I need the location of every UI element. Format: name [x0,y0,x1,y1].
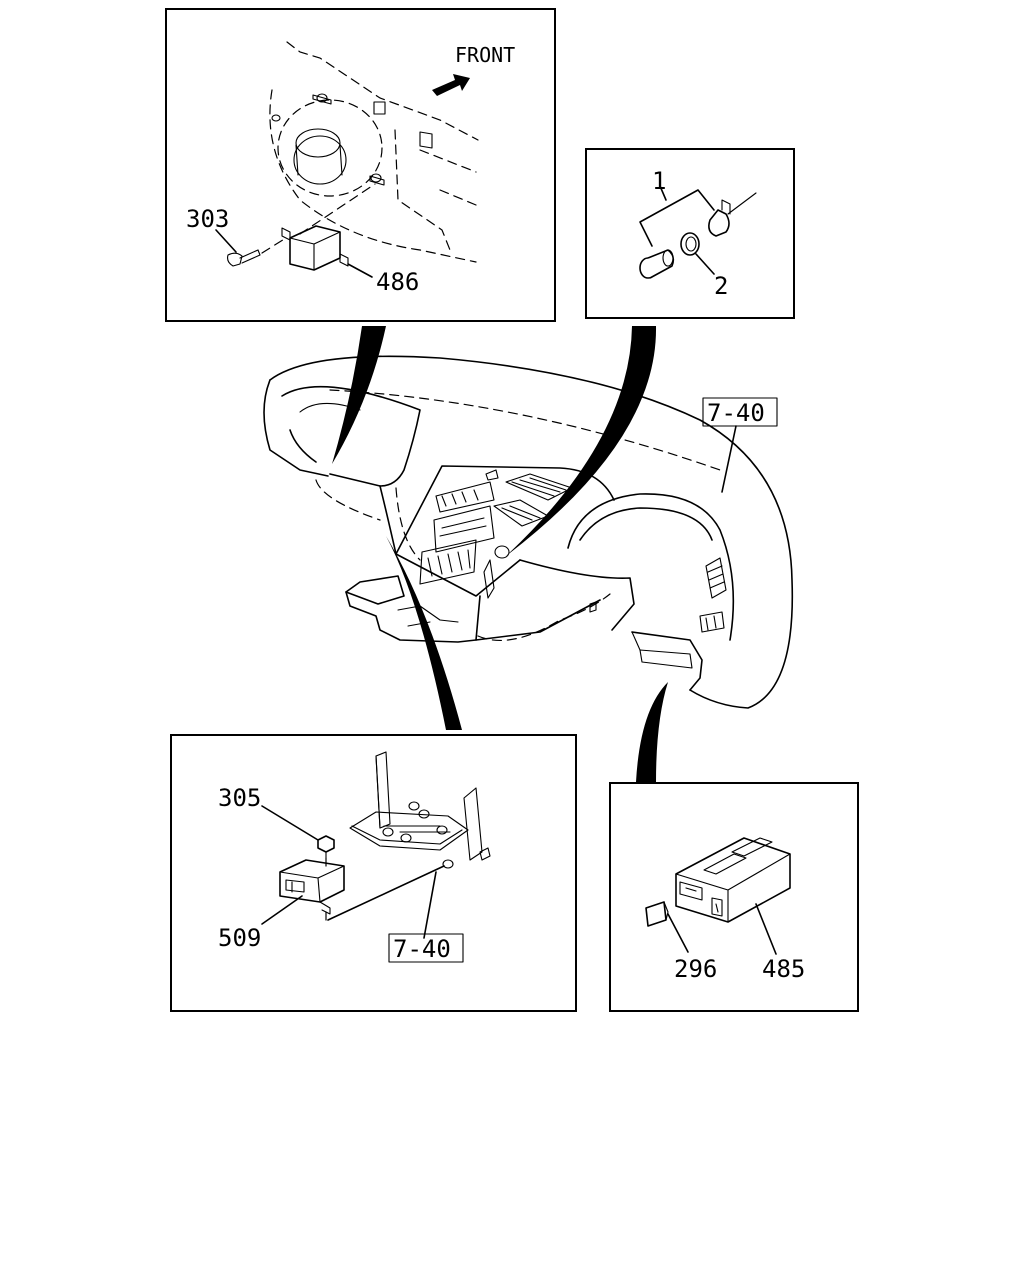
inset-frame-bottom-left [170,734,577,1012]
inset-frame-bottom-right [609,782,859,1012]
socket-with-wire [708,209,730,237]
callout-1: 1 [652,167,666,195]
pointer-to-bottom-left-inset [386,536,462,730]
inset-switch-box-detail: 296 485 [609,782,859,1012]
bolt-303 [227,252,243,267]
switch-box-485 [675,837,791,923]
unit-509 [279,859,345,903]
instrument-panel-drawing: 7-40 [263,355,794,709]
ref-7-40-bracket: 7-40 [393,935,451,963]
pointer-to-top-left-inset [332,326,386,464]
callout-509: 509 [218,924,261,952]
ref-box-bracket [388,933,464,963]
callout-486: 486 [376,268,419,296]
callout-303: 303 [186,205,229,233]
pointer-to-bottom-right-inset [636,682,668,782]
inset-switch-detail: 1 2 [585,148,795,319]
inset-mounting-detail: FRONT 303 486 [165,8,556,322]
module-486 [289,225,341,271]
callout-296: 296 [674,955,717,983]
pointer-to-top-right-inset [506,326,657,556]
callout-2: 2 [714,272,728,300]
inset-frame-top-right [585,148,795,319]
nut-305 [317,835,335,853]
ref-box-main [702,397,778,427]
callout-485: 485 [762,955,805,983]
callout-305: 305 [218,784,261,812]
front-arrow-icon [432,74,470,96]
ref-7-40-main: 7-40 [707,399,765,427]
front-label: FRONT [455,43,515,67]
inset-frame-top-left [165,8,556,322]
detail-pointers [332,326,668,782]
cover-296 [645,901,667,927]
inset-bracket-detail: 305 509 7-40 [170,734,577,1012]
